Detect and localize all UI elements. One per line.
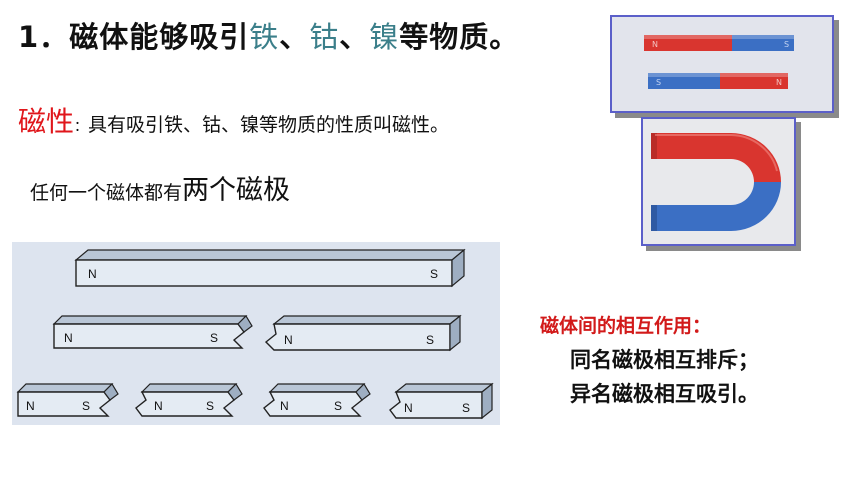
- horseshoe-magnet-illustration: [643, 119, 794, 244]
- broken-magnets-svg: .face { fill:#e4ebf3; stroke:#222; strok…: [16, 248, 494, 420]
- interaction-heading: 磁体间的相互作用：: [540, 315, 712, 337]
- heading-separator: 、: [279, 20, 310, 54]
- pole-label-n: N: [776, 78, 782, 87]
- quarter-magnet-2: N S: [135, 383, 243, 417]
- pole-label-s: S: [430, 267, 438, 281]
- poles-emphasis: 两个磁极: [182, 175, 291, 206]
- magnet-interaction-rules: 磁体间的相互作用： 同名磁极相互排斥； 异名磁极相互吸引。: [540, 309, 759, 411]
- pole-label-s: S: [462, 401, 470, 415]
- pole-label-s: S: [426, 333, 434, 347]
- quarter-magnet-3: N S: [263, 383, 371, 417]
- half-magnet-left: N S: [52, 315, 253, 349]
- pole-label-s: S: [82, 399, 90, 413]
- heading-number: 1．: [18, 20, 70, 54]
- metal-cobalt: 钴: [309, 20, 340, 54]
- horseshoe-magnet-photo: [641, 117, 796, 246]
- bar-magnets-illustration: N S S N: [612, 17, 832, 111]
- poles-text: 任何一个磁体都有: [30, 182, 183, 204]
- pole-label-s: S: [334, 399, 342, 413]
- pole-label-n: N: [64, 331, 73, 345]
- pole-label-s: S: [206, 399, 214, 413]
- poles-statement: 任何一个磁体都有两个磁极: [30, 168, 290, 207]
- broken-magnets-illustration: .face { fill:#e4ebf3; stroke:#222; strok…: [12, 242, 500, 425]
- pole-label-n: N: [404, 401, 413, 415]
- metal-nickel: 镍: [369, 20, 400, 54]
- definition-line: 磁性：具有吸引铁、钴、镍等物质的性质叫磁性。: [18, 100, 449, 140]
- definition-term: 磁性: [18, 105, 75, 138]
- bar-magnets-photo: N S S N: [610, 15, 834, 113]
- interaction-rule-attract: 异名磁极相互吸引。: [570, 381, 759, 406]
- bar-magnet-bottom: S N: [648, 73, 788, 89]
- pole-label-n: N: [652, 40, 658, 49]
- heading-suffix: 等物质。: [399, 20, 520, 54]
- pole-label-n: N: [284, 333, 293, 347]
- pole-label-s: S: [656, 78, 661, 87]
- quarter-magnet-1: N S: [16, 383, 119, 417]
- pole-label-n: N: [26, 399, 35, 413]
- heading-separator: 、: [339, 20, 370, 54]
- quarter-magnet-4: N S: [389, 382, 494, 420]
- pole-label-n: N: [154, 399, 163, 413]
- heading-line: 1．磁体能够吸引铁、钴、镍等物质。: [18, 14, 519, 56]
- bar-magnet-top: N S: [644, 35, 794, 51]
- interaction-rule-repel: 同名磁极相互排斥；: [570, 347, 759, 372]
- pole-label-s: S: [784, 40, 789, 49]
- pole-label-n: N: [280, 399, 289, 413]
- heading-prefix: 磁体能够吸引: [69, 20, 250, 54]
- definition-colon: ：: [74, 119, 89, 135]
- definition-text: 具有吸引铁、钴、镍等物质的性质叫磁性。: [88, 114, 450, 136]
- full-bar-magnet: N S: [74, 248, 466, 288]
- metal-iron: 铁: [249, 20, 280, 54]
- pole-label-s: S: [210, 331, 218, 345]
- half-magnet-right: N S: [264, 314, 462, 352]
- pole-label-n: N: [88, 267, 97, 281]
- horseshoe-red-arm: [655, 133, 781, 182]
- horseshoe-blue-arm: [655, 182, 781, 231]
